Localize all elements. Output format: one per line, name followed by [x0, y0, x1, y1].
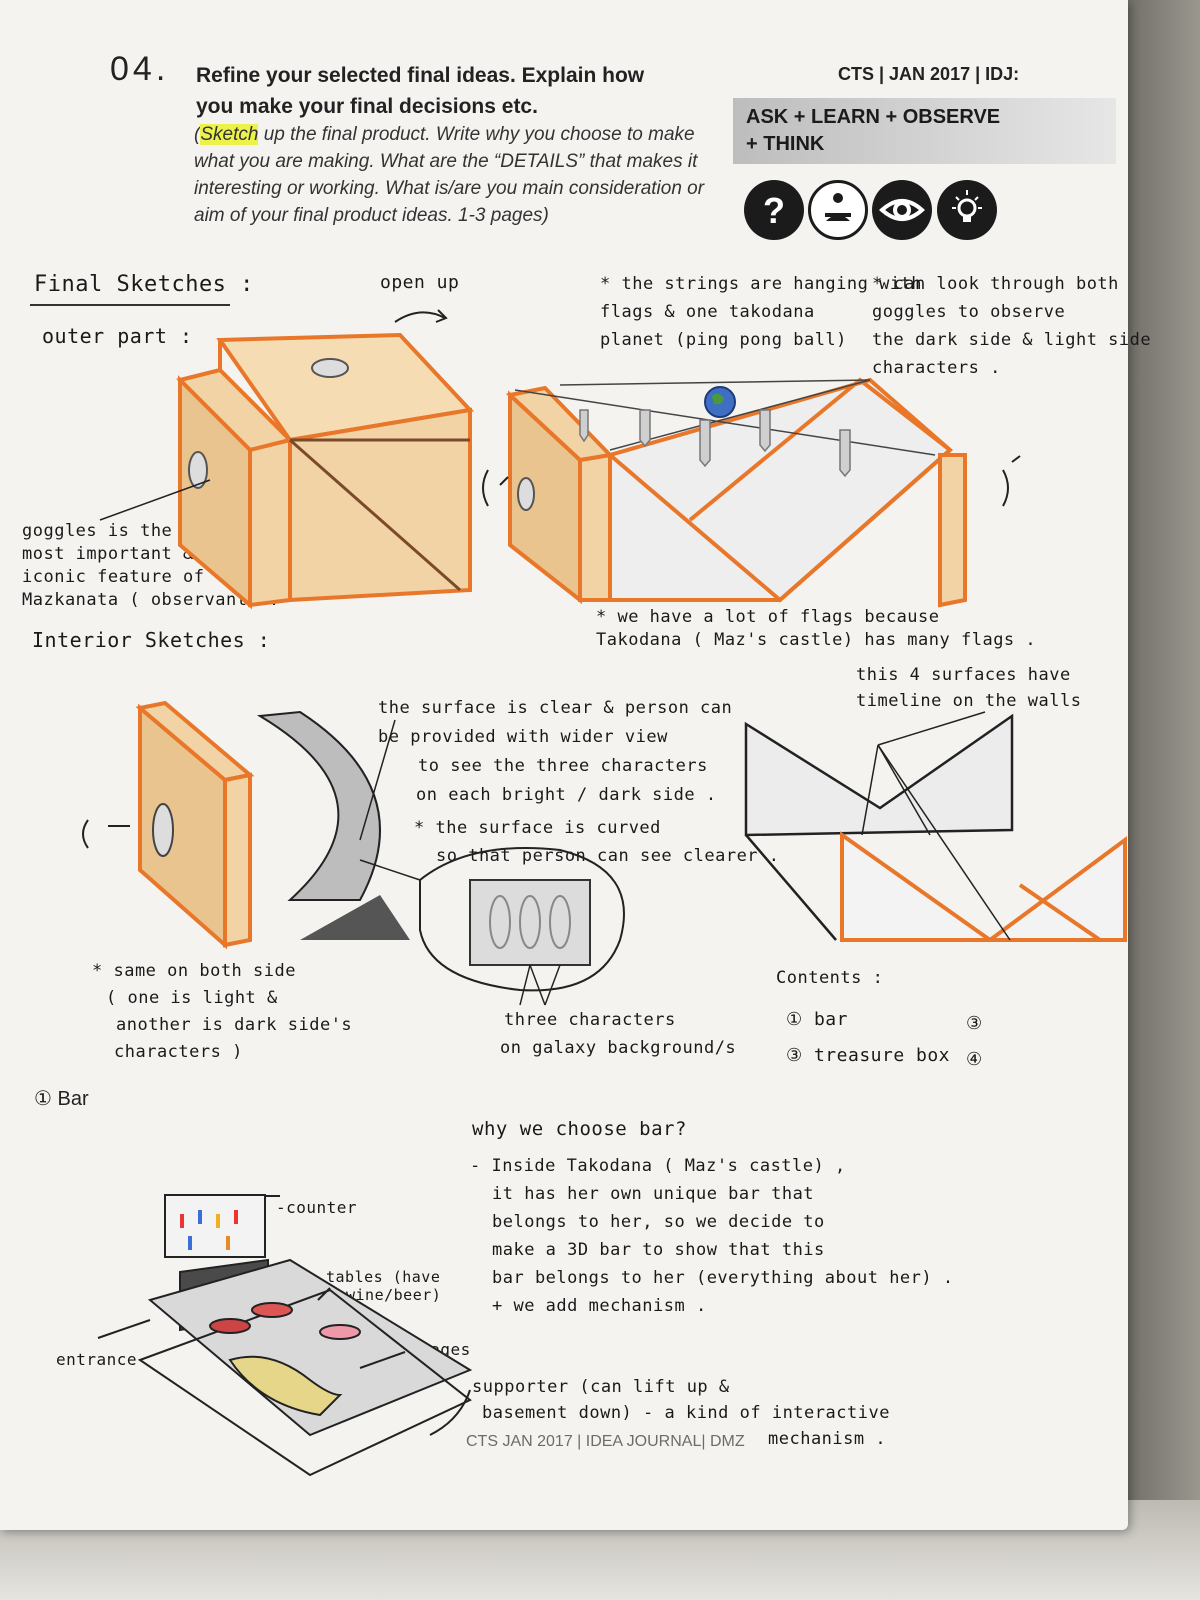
open-up-arrow	[394, 311, 446, 323]
heading-underline	[30, 304, 230, 306]
course-label: CTS | JAN 2017 | IDJ:	[838, 64, 1020, 84]
bar-heading: ① Bar	[34, 1088, 89, 1110]
flags-note: * we have a lot of flags because Takodan…	[596, 607, 1037, 650]
interior-sketches-heading: Interior Sketches :	[32, 628, 271, 652]
banner	[733, 98, 1116, 164]
eye-icon	[872, 180, 932, 240]
top-knob	[311, 358, 349, 378]
goggle-lens-left	[517, 477, 535, 511]
why-bar-text: - Inside Takodana ( Maz's castle) , it h…	[470, 1156, 954, 1316]
surface-note: the surface is clear & person can be pro…	[378, 698, 733, 805]
surface-base	[300, 895, 410, 940]
why-bar-heading: why we choose bar?	[472, 1118, 687, 1140]
curved-surface	[256, 710, 381, 901]
banner-line-1: ASK + LEARN + OBSERVE	[746, 106, 1001, 128]
tables-label: tables (have wine/beer)	[326, 1268, 442, 1304]
lightbulb-icon	[937, 180, 997, 240]
timeline-note: this 4 surfaces have timeline on the wal…	[856, 665, 1082, 711]
banner-line-2: + THINK	[746, 133, 825, 155]
same-both-side-note: * same on both side ( one is light & ano…	[92, 961, 353, 1062]
outer-part-heading: outer part :	[42, 324, 193, 348]
contents-markers: ③ ④	[966, 1013, 983, 1070]
contents-item-treasure-box: ③ treasure box	[786, 1045, 951, 1066]
curved-note: * the surface is curved so that person c…	[414, 818, 780, 866]
strings-note: * the strings are hanging with flags & o…	[600, 274, 923, 350]
orange-folds	[840, 831, 1127, 942]
title-line-1: Refine your selected final ideas. Explai…	[196, 64, 645, 87]
timeline-walls-sketch	[744, 713, 1014, 941]
timeline-rays	[861, 711, 1011, 941]
question-number: 04.	[110, 50, 170, 88]
contents-item-bar: ① bar	[786, 1009, 848, 1030]
desk-background	[1120, 0, 1200, 1600]
goggles-view-note: * can look through both goggles to obser…	[872, 274, 1152, 378]
question-title: Refine your selected final ideas. Explai…	[196, 60, 644, 122]
counter-label: -counter	[276, 1198, 358, 1217]
sketch-drawings	[82, 309, 1127, 1477]
question-icon: ?	[744, 180, 804, 240]
journal-page: 04. Refine your selected final ideas. Ex…	[0, 0, 1151, 1530]
goggles-note: goggles is the most important & iconic f…	[22, 521, 280, 610]
interior-goggle-panel	[135, 700, 255, 950]
outer-box-sketch	[176, 332, 475, 610]
final-sketches-heading: Final Sketches :	[34, 272, 254, 297]
contents-heading: Contents :	[776, 968, 884, 988]
banner-text: ASK + LEARN + OBSERVE + THINK	[746, 104, 1000, 158]
goggle-lens	[188, 451, 208, 489]
question-description: (Sketch up the final product. Write why …	[194, 121, 734, 229]
svg-text:?: ?	[763, 190, 785, 231]
flags	[579, 409, 851, 478]
eye-left	[482, 469, 489, 507]
characters-note: three characters on galaxy background/s	[500, 1010, 737, 1058]
supporter-note: supporter (can lift up & basement down) …	[472, 1377, 890, 1449]
zoom-bubble	[419, 847, 625, 992]
contents-list: ① bar ③ treasure box	[786, 1002, 950, 1074]
learn-reader-icon	[808, 180, 868, 240]
characters-panel	[469, 879, 591, 966]
desc-open: (	[194, 124, 201, 145]
desc-rest: up the final product. Write why you choo…	[194, 124, 705, 226]
bar-sketch	[97, 1194, 473, 1477]
page-footer: CTS JAN 2017 | IDEA JOURNAL| DMZ	[466, 1433, 745, 1450]
highlighted-word: Sketch	[200, 124, 259, 145]
open-up-label: open up	[380, 272, 460, 293]
open-box-sketch	[505, 377, 967, 608]
title-line-2: you make your final decisions etc.	[196, 95, 538, 118]
eye-right	[1002, 469, 1009, 507]
entrance-label: entrance	[56, 1350, 138, 1369]
hanging-strings	[514, 379, 936, 456]
